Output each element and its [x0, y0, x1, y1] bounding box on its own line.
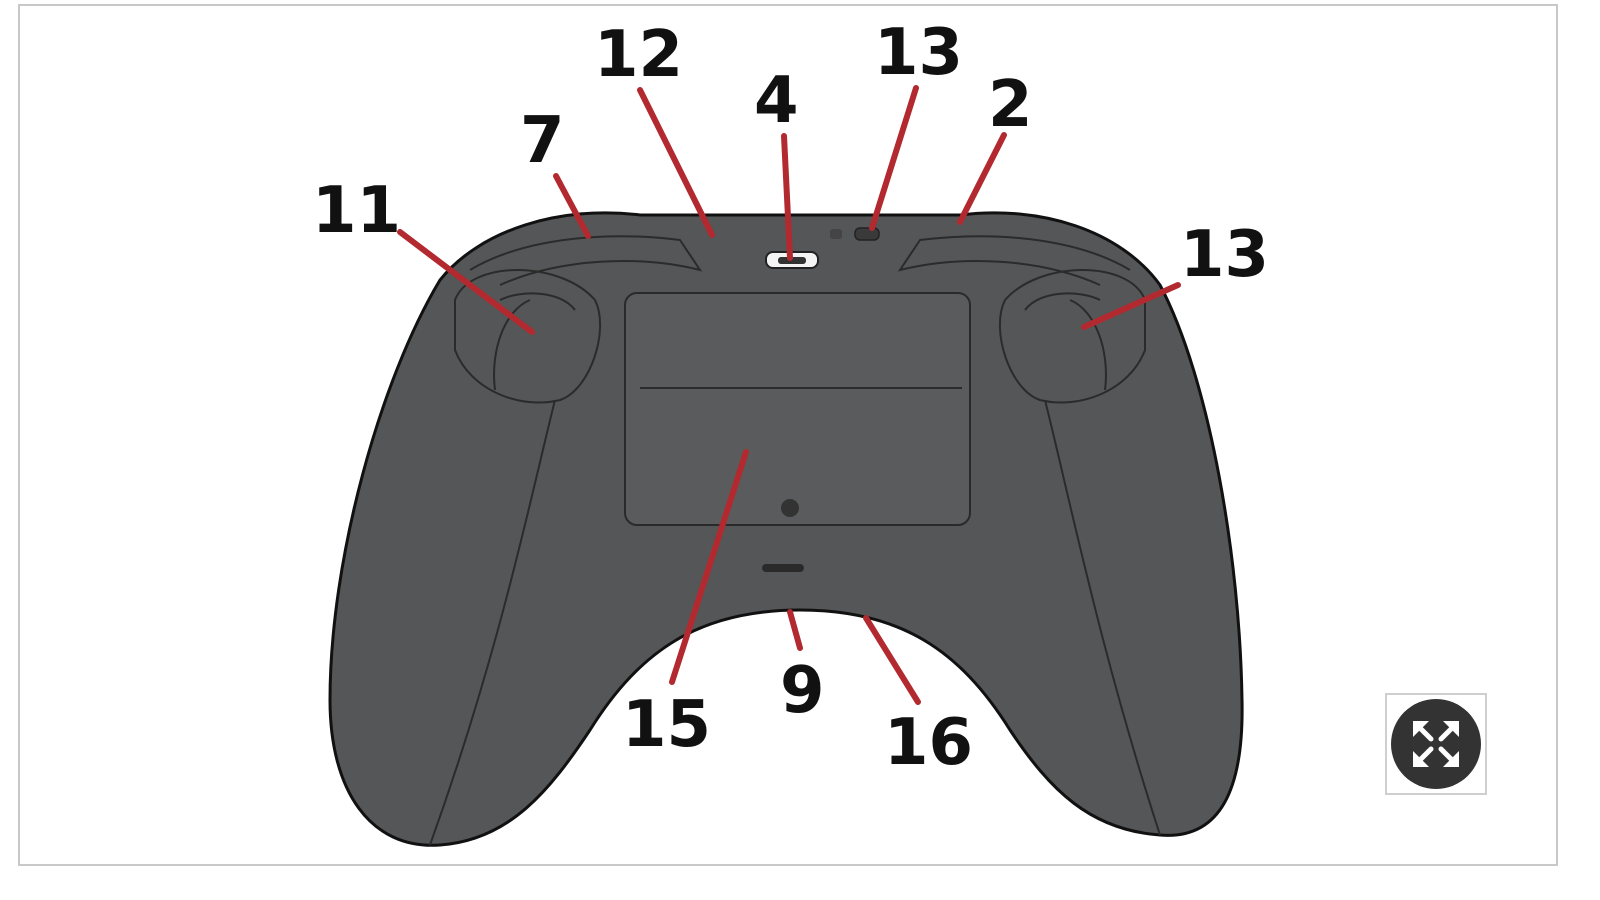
- leader-16: [863, 615, 921, 705]
- expand-arrows-icon: [1413, 721, 1459, 767]
- leader-15: [669, 449, 749, 685]
- callout-9: 9: [780, 654, 825, 728]
- battery-release-button: [781, 499, 799, 517]
- leader-12: [637, 87, 715, 238]
- callout-13-right: 13: [1180, 218, 1269, 292]
- leader-2: [957, 132, 1007, 225]
- sync-button: [854, 227, 880, 241]
- battery-cover: [624, 292, 971, 526]
- left-grip-module: [454, 269, 602, 404]
- callout-16: 16: [884, 706, 973, 780]
- leader-13-top: [869, 85, 919, 231]
- expand-button[interactable]: [1385, 693, 1487, 795]
- callout-12: 12: [594, 18, 683, 92]
- right-grip-seam: [1044, 399, 1161, 836]
- callout-11: 11: [312, 174, 401, 248]
- right-grip-detail: [1024, 292, 1107, 391]
- right-bumper-seam: [897, 235, 1131, 286]
- callout-7: 7: [520, 104, 565, 178]
- leader-4: [781, 133, 793, 261]
- right-grip-module: [998, 269, 1146, 404]
- headset-port: [762, 564, 804, 572]
- controller-body: [328, 211, 1244, 847]
- callout-4: 4: [754, 64, 799, 138]
- leader-13-right: [1081, 282, 1181, 330]
- callout-13-top: 13: [874, 16, 963, 90]
- expand-button-circle: [1391, 699, 1481, 789]
- left-bumper-seam: [469, 235, 703, 286]
- leader-11: [397, 229, 535, 335]
- callout-15: 15: [622, 688, 711, 762]
- left-grip-detail: [493, 292, 576, 391]
- leader-9: [787, 609, 803, 651]
- usb-port-inner: [778, 257, 806, 264]
- left-grip-seam: [429, 399, 556, 846]
- callout-2: 2: [988, 68, 1033, 142]
- ir-window: [830, 229, 842, 239]
- leader-7: [553, 173, 591, 239]
